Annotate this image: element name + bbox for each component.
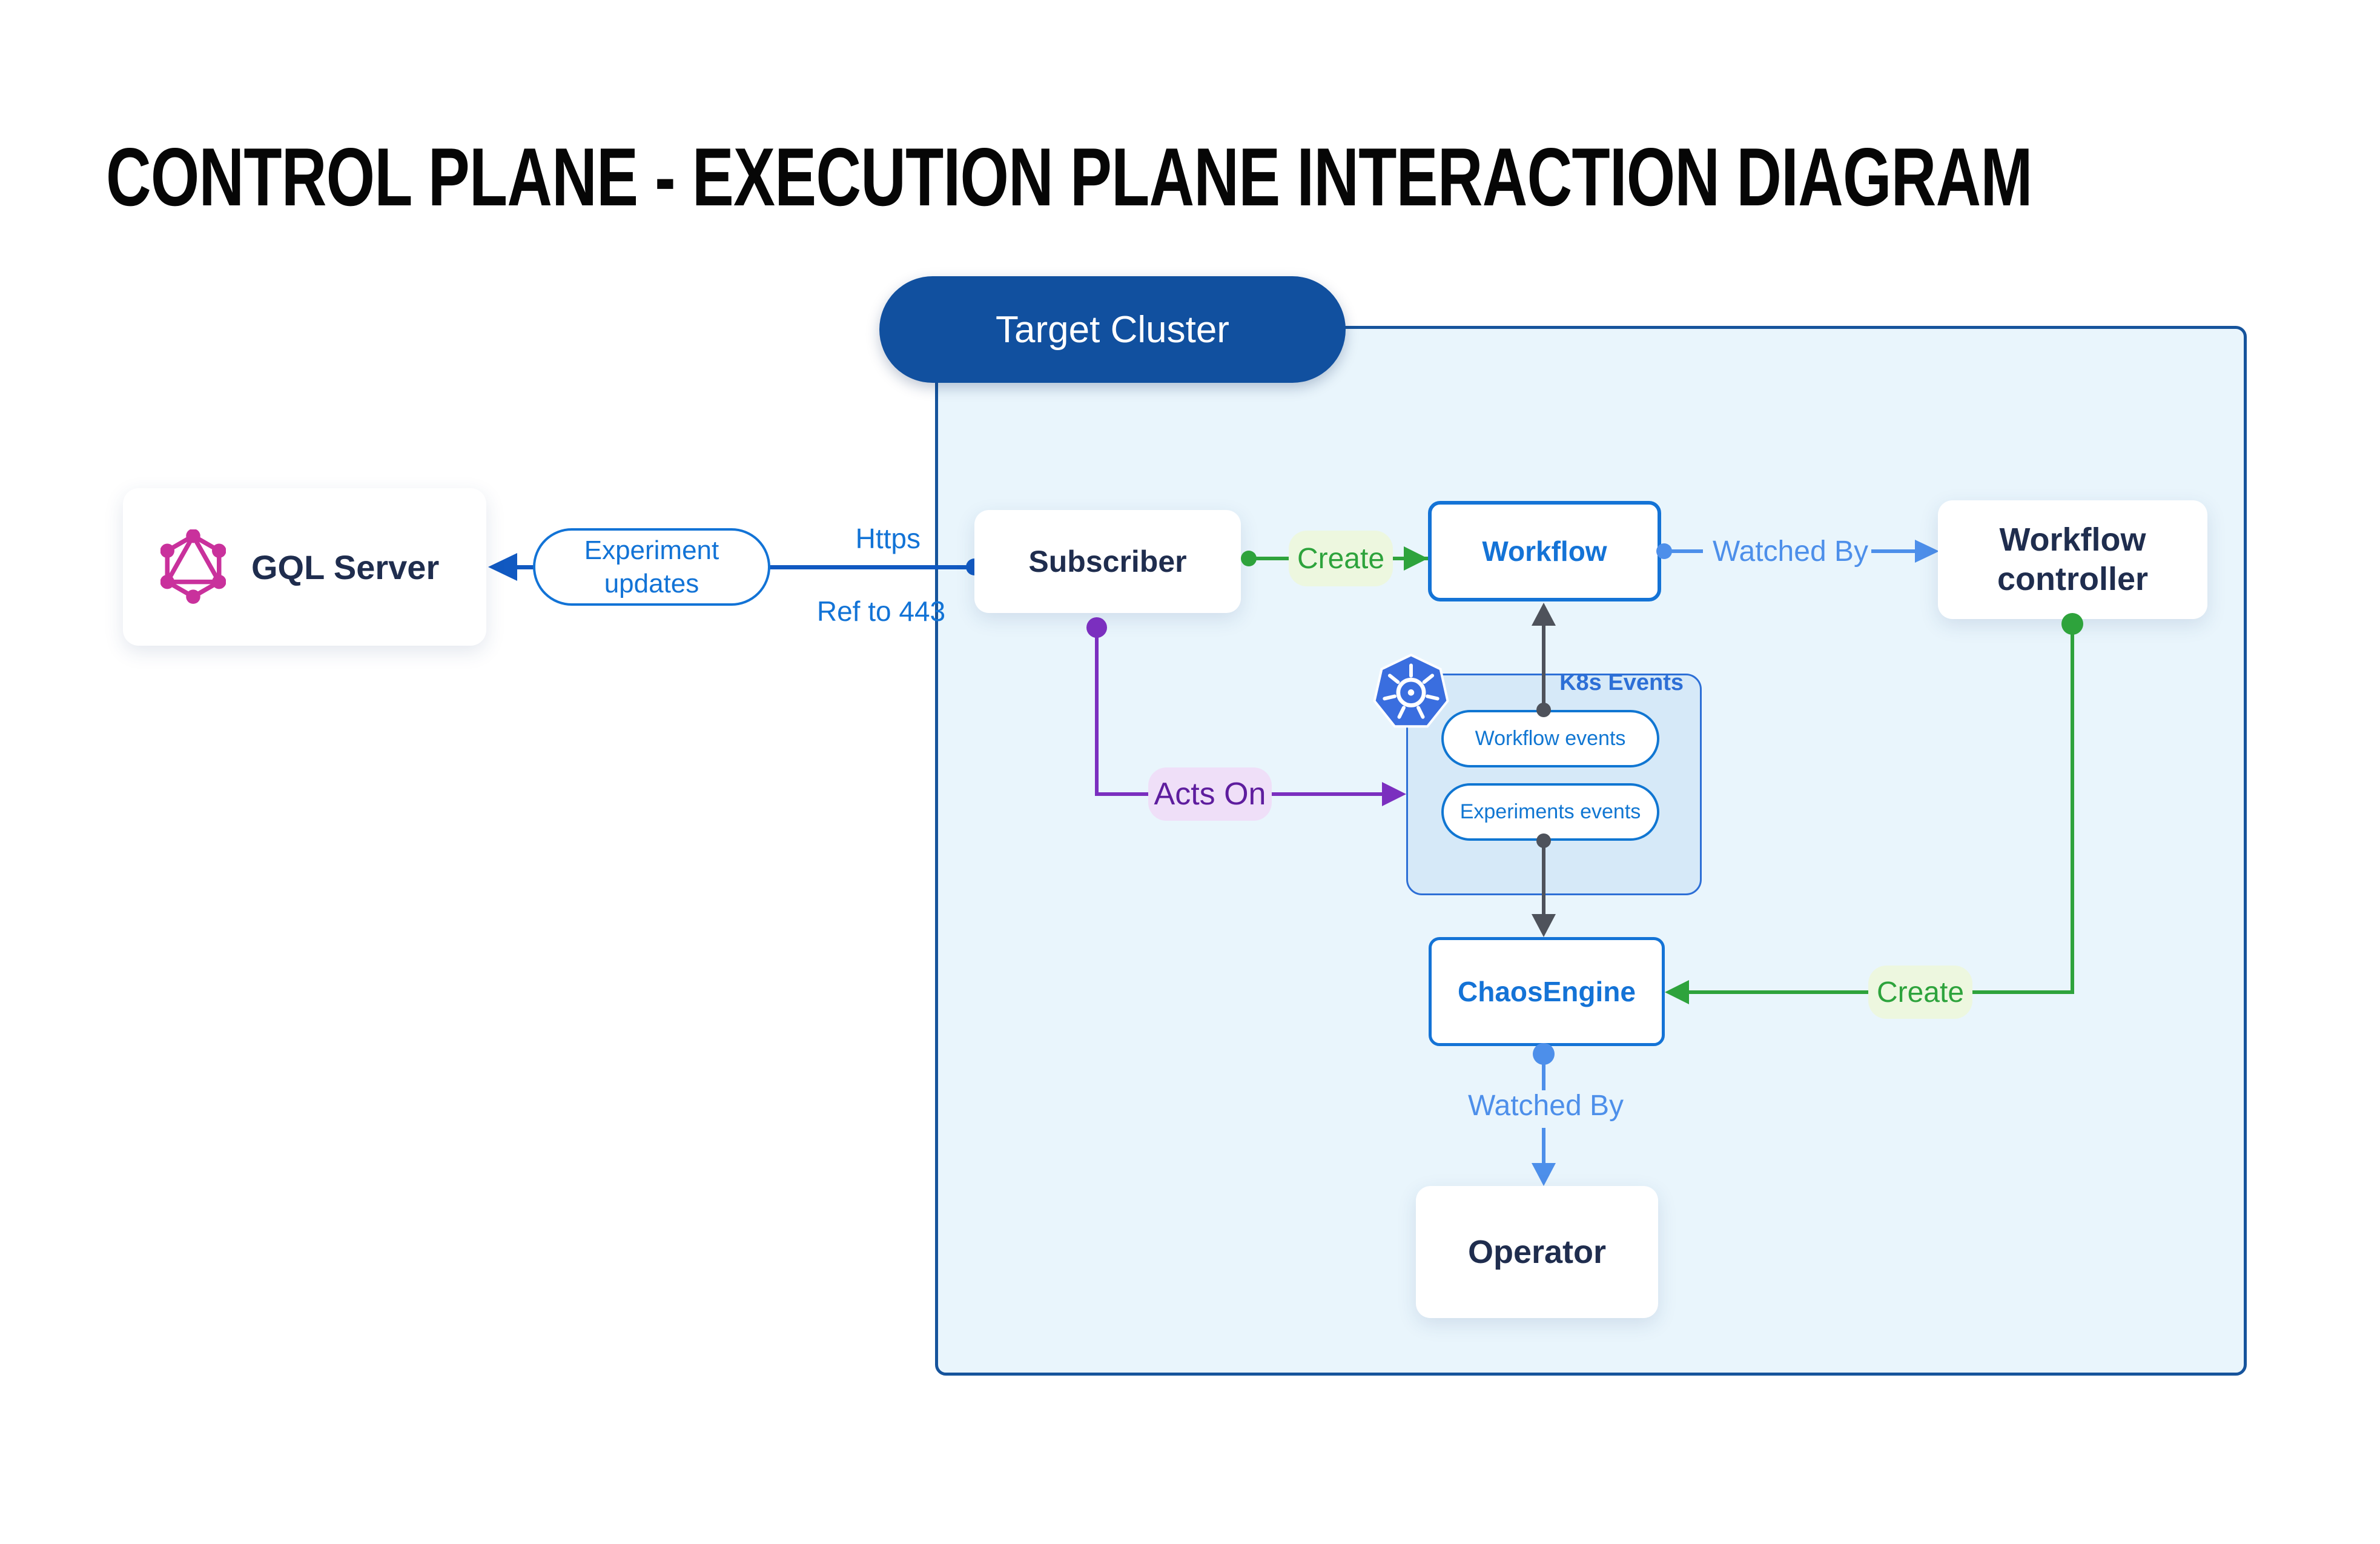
experiments-events-node: Experiments events (1441, 783, 1659, 841)
operator-node: Operator (1416, 1186, 1658, 1318)
ref-443-label: Ref to 443 (816, 595, 946, 627)
arrowhead-to-workflow (1404, 546, 1428, 571)
chaosengine-label: ChaosEngine (1458, 976, 1636, 1007)
experiment-updates-label: Experiment updates (584, 535, 719, 598)
edge-k8s-chaos-line (1542, 841, 1545, 915)
arrowhead-to-chaosengine-right (1665, 980, 1689, 1004)
watched-by-workflow-label: Watched By (1713, 535, 1868, 568)
edge-https-segment-left (515, 565, 535, 569)
workflow-events-label: Workflow events (1475, 727, 1626, 750)
watched-by-operator-label: Watched By (1468, 1090, 1624, 1122)
arrowhead-to-chaosengine-top (1532, 914, 1556, 937)
workflow-node: Workflow (1428, 501, 1661, 601)
target-cluster-label: Target Cluster (996, 308, 1229, 351)
edge-acts-on-vline (1095, 628, 1099, 796)
arrowhead-to-k8s-events (1382, 782, 1406, 806)
edge-watched-by-operator-line-bottom (1542, 1128, 1545, 1163)
arrowhead-to-operator (1532, 1163, 1556, 1186)
k8s-events-label: K8s Events (1559, 670, 1684, 695)
workflow-controller-label: Workflow controller (1997, 522, 2149, 597)
create-chaosengine-label: Create (1868, 966, 1972, 1019)
arrowhead-to-workflow-bottom (1532, 603, 1556, 626)
edge-create-chaos-vline (2071, 624, 2074, 994)
graphql-icon (160, 529, 226, 604)
arrowhead-to-workflow-controller (1915, 540, 1939, 563)
https-label: Https (855, 523, 921, 554)
workflow-events-node: Workflow events (1441, 710, 1659, 767)
edge-watched-by-line-right (1871, 549, 1916, 553)
edge-dot-workflow-events (1536, 703, 1551, 717)
workflow-label: Workflow (1482, 535, 1607, 567)
operator-label: Operator (1467, 1234, 1607, 1270)
arrowhead-to-gql-server (488, 553, 517, 581)
subscriber-node: Subscriber (974, 510, 1241, 613)
subscriber-label: Subscriber (1028, 545, 1187, 578)
edge-https-segment-right (769, 565, 970, 569)
experiments-events-label: Experiments events (1459, 800, 1641, 823)
edge-watched-by-line-left (1664, 549, 1703, 553)
workflow-controller-node: Workflow controller (1938, 500, 2207, 619)
create-chaosengine-text: Create (1876, 976, 1965, 1009)
create-workflow-label: Create (1289, 531, 1393, 586)
experiment-updates-node: Experiment updates (533, 528, 770, 606)
edge-k8s-workflow-line (1542, 625, 1545, 704)
edge-watched-by-operator-line-top (1542, 1054, 1545, 1090)
acts-on-text: Acts On (1154, 777, 1266, 812)
target-cluster-badge: Target Cluster (879, 276, 1346, 383)
chaosengine-node: ChaosEngine (1429, 937, 1665, 1046)
acts-on-label: Acts On (1148, 767, 1272, 821)
page-title: CONTROL PLANE - EXECUTION PLANE INTERACT… (106, 131, 2033, 223)
kubernetes-icon (1373, 654, 1449, 728)
create-workflow-text: Create (1297, 542, 1385, 575)
gql-server-label: GQL Server (251, 548, 440, 586)
gql-server-node: GQL Server (123, 488, 486, 646)
